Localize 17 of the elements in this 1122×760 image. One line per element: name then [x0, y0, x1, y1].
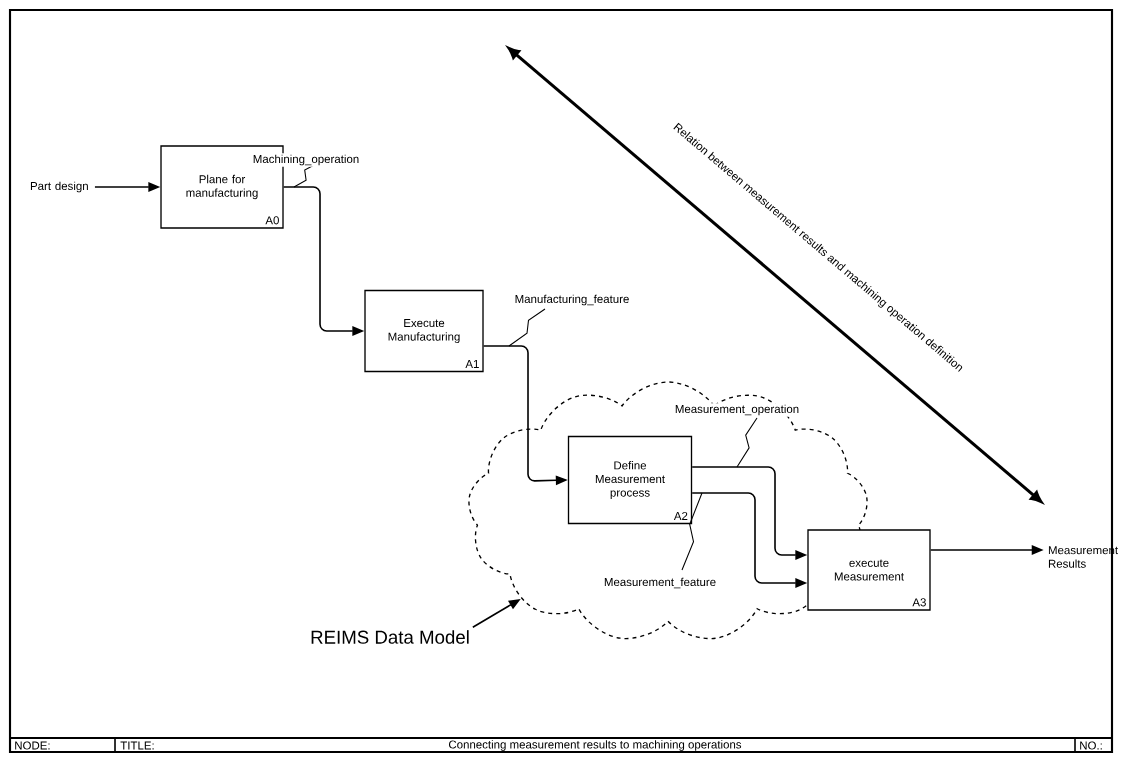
title-block-label: NO.:	[1080, 741, 1102, 750]
process-box: execute Measurement A3	[807, 529, 931, 611]
activity-number: A2	[673, 511, 688, 520]
title-block-label: TITLE:	[120, 741, 154, 750]
edge-label: Manufacturing_feature	[515, 294, 629, 306]
process-box: Define Measurement process A2	[567, 435, 693, 525]
activity-number: A0	[265, 216, 279, 225]
input-label: Part design	[30, 181, 88, 193]
activity-number: A1	[465, 360, 479, 368]
title-block-label: Connecting measurement results to machining operations	[449, 740, 742, 751]
edge-label: Machining_operation	[253, 154, 359, 166]
callout-text: REIMS Data Model	[311, 630, 469, 644]
activity-number: A3	[912, 598, 926, 607]
edge-label: Measurement_operation	[675, 404, 799, 416]
title-block-label: NODE:	[15, 741, 50, 750]
process-box: Execute Manufacturing A1	[364, 289, 484, 373]
edge-label: Measurement_feature	[604, 577, 716, 589]
